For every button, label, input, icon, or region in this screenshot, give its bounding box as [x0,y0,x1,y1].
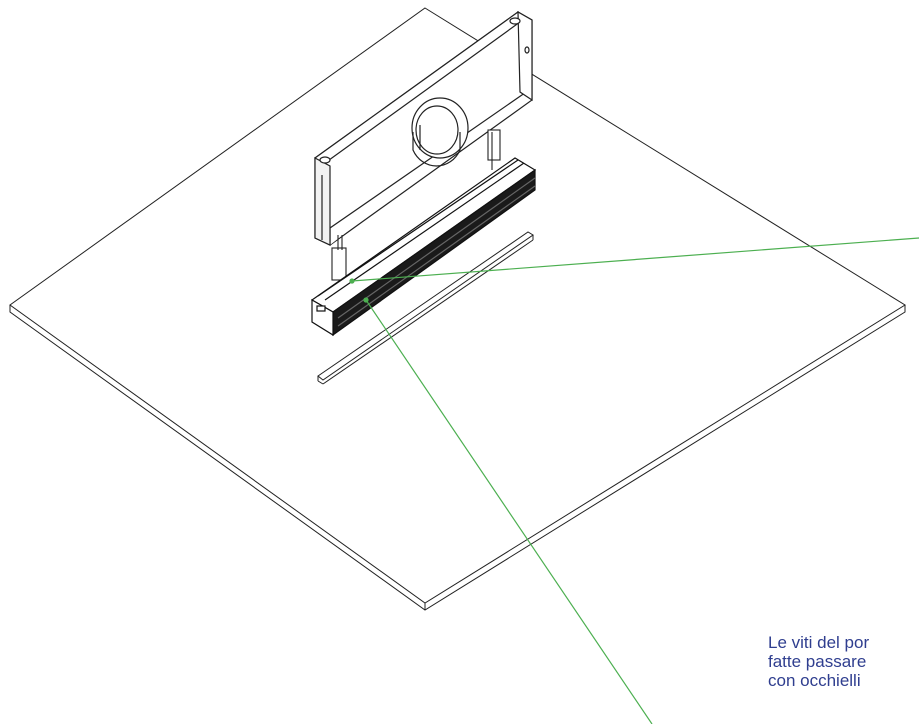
plenum-box [314,10,533,246]
mounting-brackets [331,129,501,281]
annotation-line-3: con occhielli [768,671,861,690]
leader-lines [349,237,919,724]
annotation-line-1: Le viti del por [768,633,870,652]
ceiling-slot [317,231,534,385]
annotation-line-2: fatte passare [768,652,867,671]
annotation-text: Le viti del por fatte passare con occhie… [768,633,919,690]
linear-diffuser [310,157,537,337]
ceiling-panel [9,7,906,611]
